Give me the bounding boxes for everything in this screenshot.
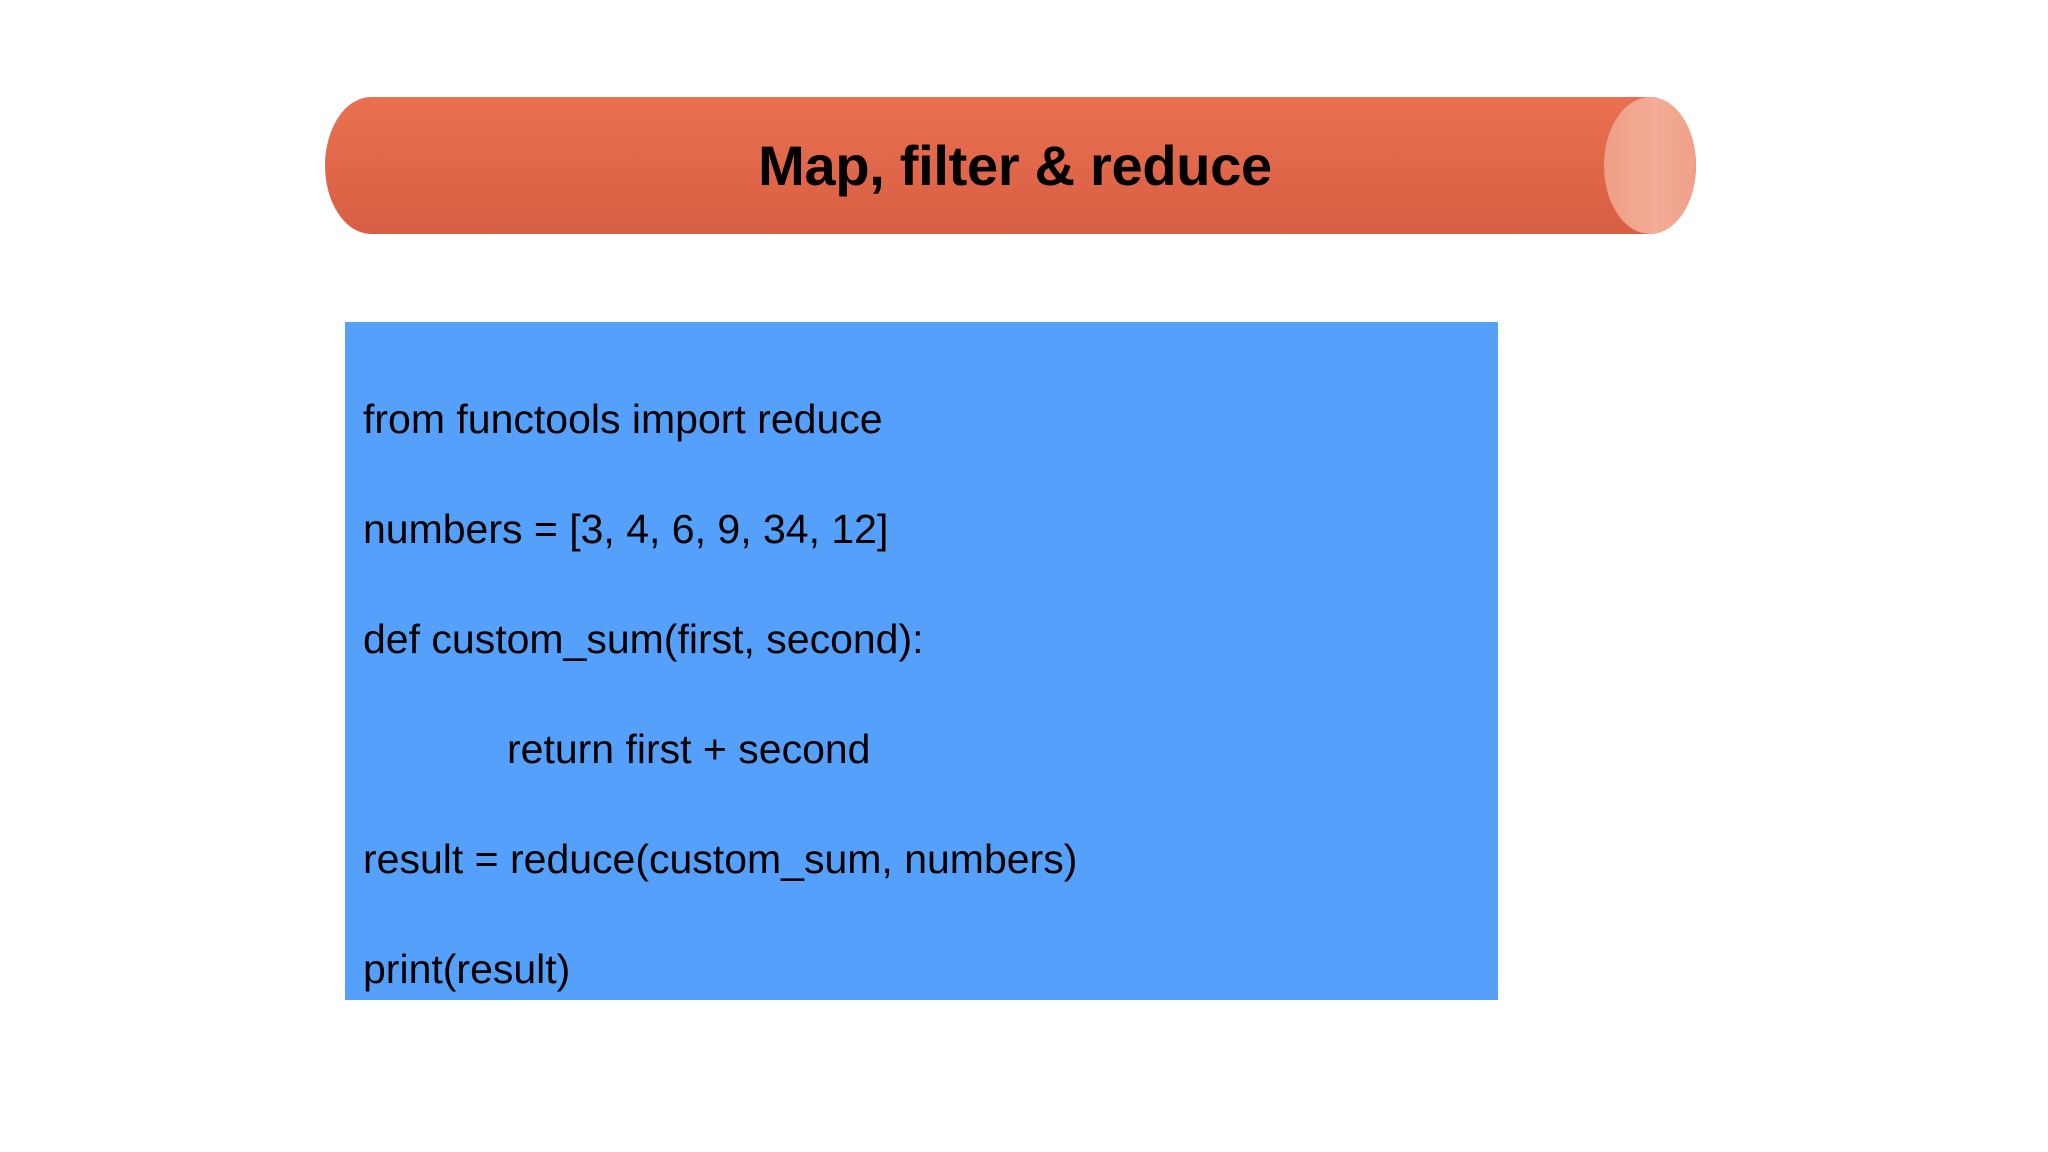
title-banner[interactable]: Map, filter & reduce [325,97,1728,234]
code-block: from functools import reduce numbers = [… [345,322,1498,1000]
code-line: return first + second [507,726,871,772]
code-line: numbers = [3, 4, 6, 9, 34, 12] [363,506,889,552]
code-line: def custom_sum(first, second): [363,616,924,662]
code-line: from functools import reduce [363,396,883,442]
page-title: Map, filter & reduce [758,134,1272,197]
code-line-list: from functools import reduce numbers = [… [345,364,1498,1024]
code-line: result = reduce(custom_sum, numbers) [363,836,1078,882]
code-line: print(result) [363,946,571,992]
cylinder-shape-icon [325,97,1696,234]
